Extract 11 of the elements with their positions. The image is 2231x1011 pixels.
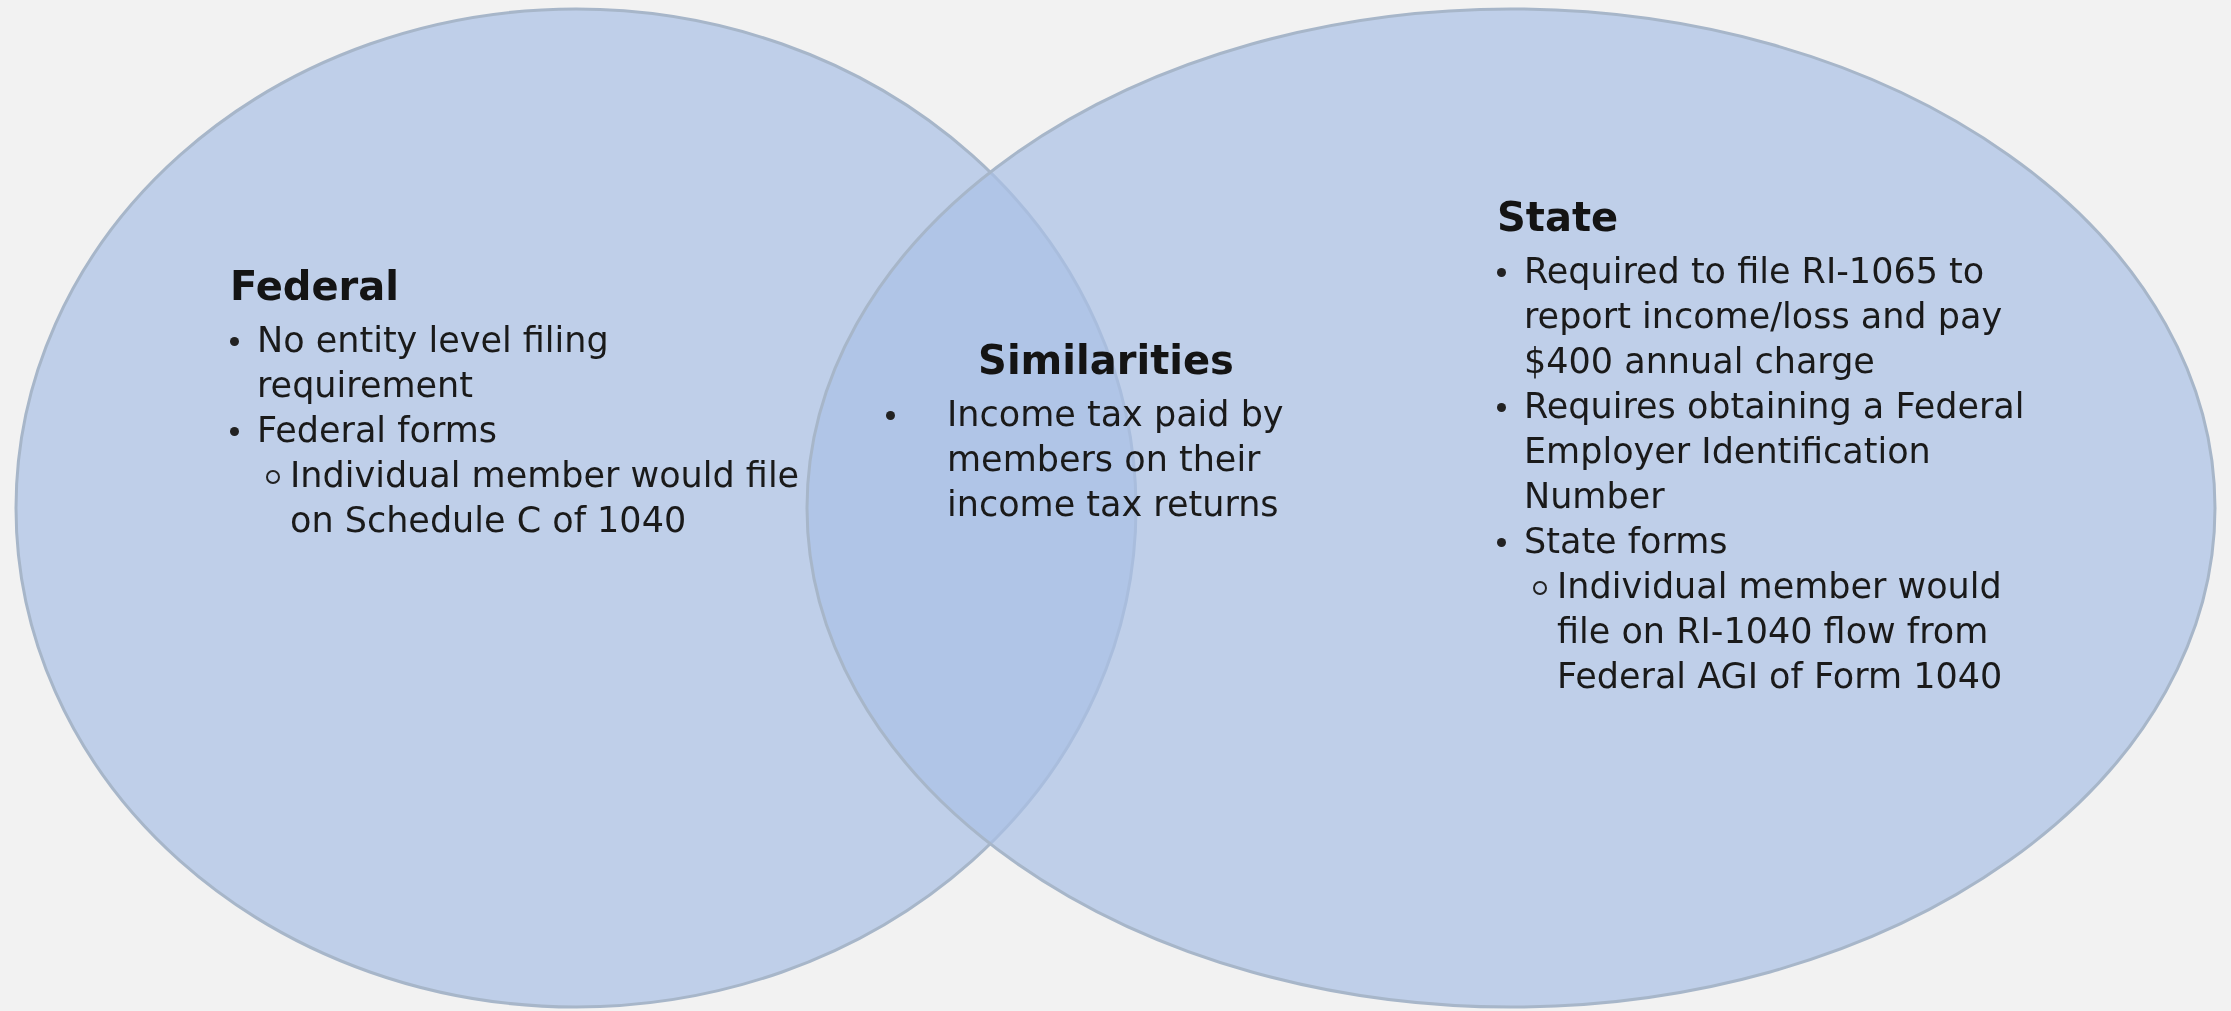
bullet-text: No entity level filing requirement bbox=[257, 319, 610, 407]
bullet-text: Required to file RI-1065 to report income/loss and pay $400 annual charge bbox=[1524, 250, 2004, 383]
bullet-text: Income tax paid by members on their income tax returns bbox=[947, 393, 1285, 526]
bullet-text: Federal forms bbox=[257, 409, 498, 452]
heading: State bbox=[1497, 193, 1620, 241]
bullet-text: Requires obtaining a Federal Employer Identification Number bbox=[1524, 385, 2026, 518]
bullet-text: Individual member would file on RI-1040 flow from Federal AGI of Form 1040 bbox=[1557, 565, 2004, 698]
bullet-text: Individual member would file on Schedule C of 1040 bbox=[290, 454, 801, 542]
bullet-text: State forms bbox=[1524, 520, 1728, 563]
heading: Federal bbox=[230, 262, 401, 310]
heading: Similarities bbox=[977, 336, 1235, 384]
